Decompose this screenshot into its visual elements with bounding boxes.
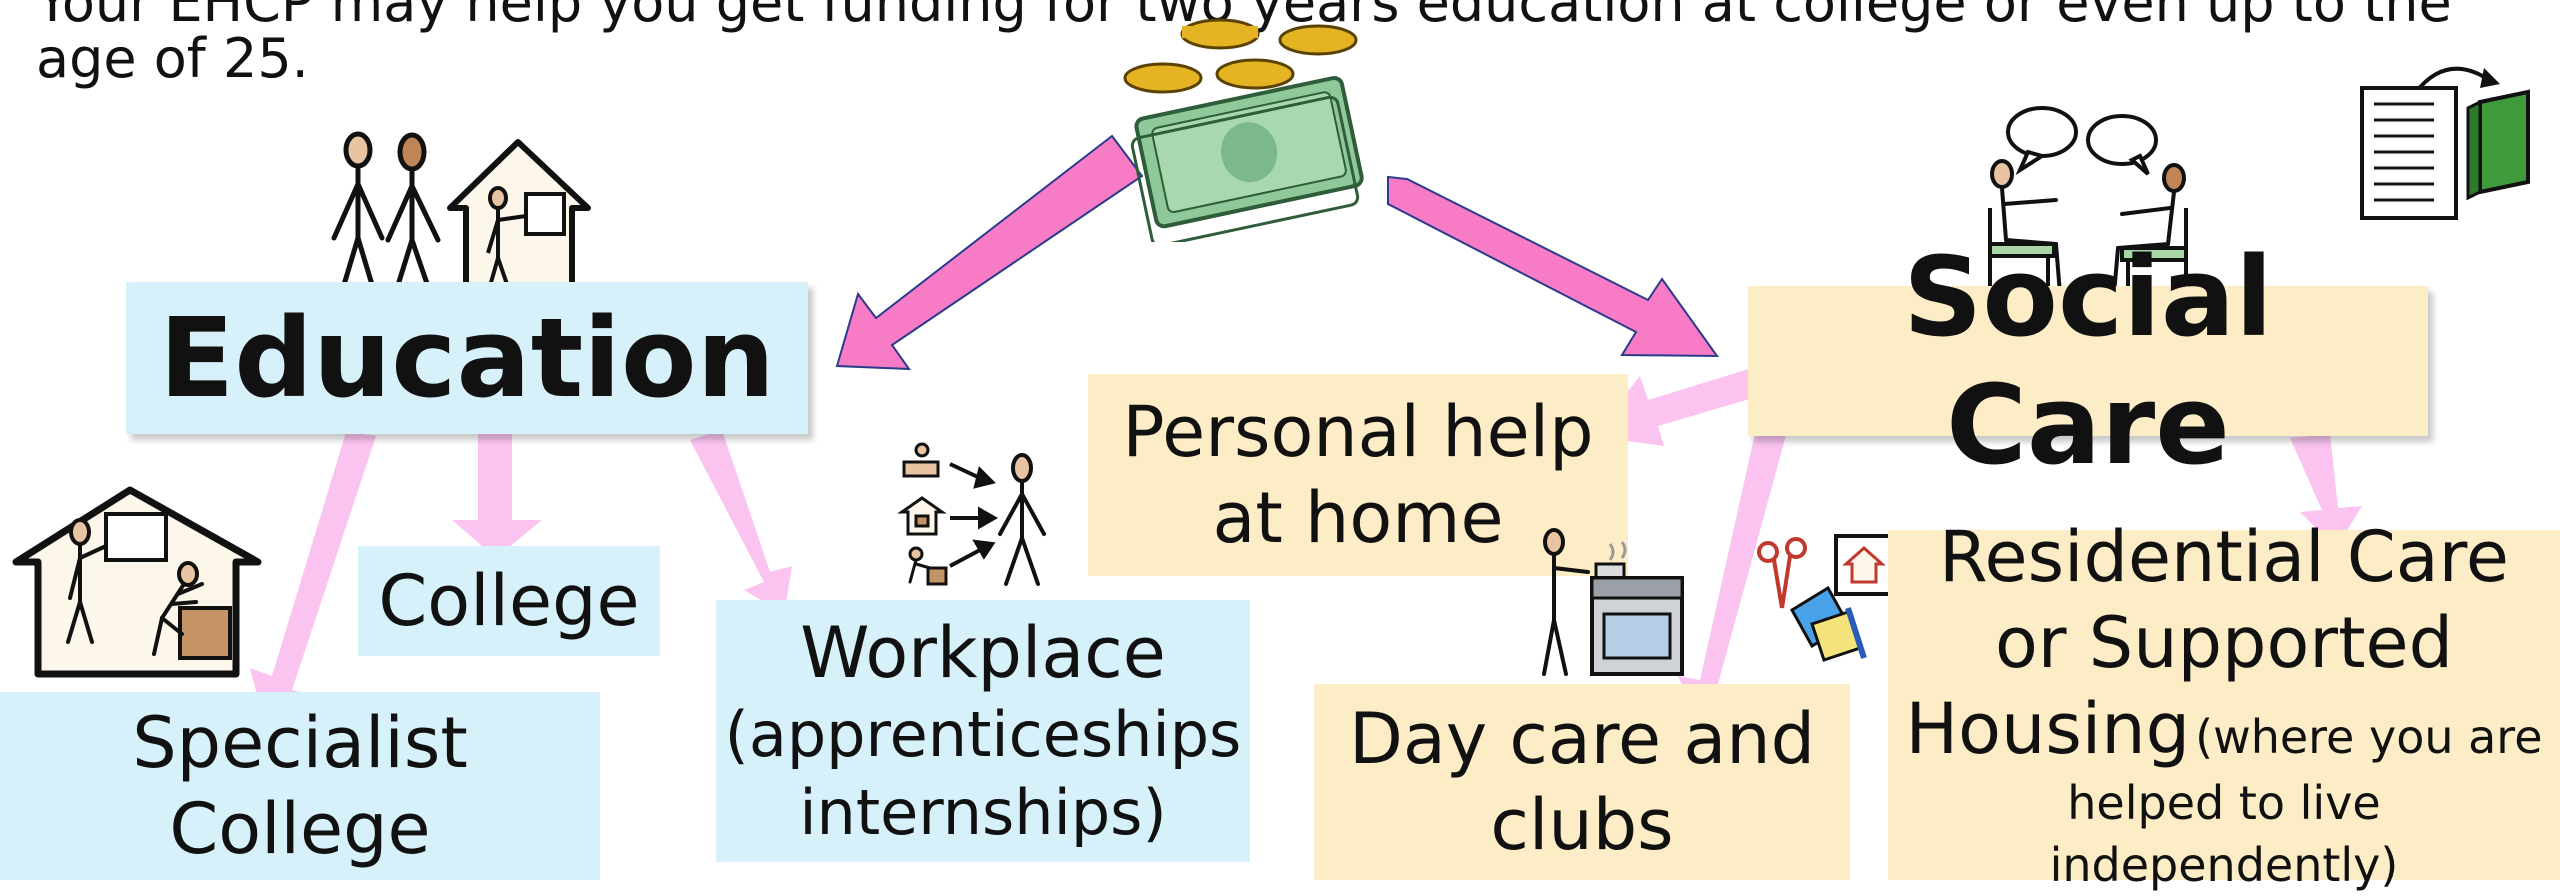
day-care-box: Day care and clubs [1314, 684, 1850, 880]
college-label: College [378, 560, 640, 642]
people-and-house-icon [331, 131, 591, 307]
money-to-education-arrow [835, 134, 1144, 371]
intro-text-line-2: age of 25. [36, 27, 309, 90]
personal-help-box: Personal help at home [1088, 374, 1628, 576]
document-book-icon [2360, 66, 2530, 220]
money-icon [1123, 18, 1364, 242]
workplace-label-line-2: (apprenticeships [724, 698, 1242, 771]
cooking-icon [1542, 528, 1684, 676]
workplace-label-line-3: internships) [799, 776, 1167, 849]
residential-line-4: helped to live independently) [2049, 776, 2399, 892]
personal-help-line-1: Personal help [1122, 391, 1594, 473]
specialist-label-line-2: College [169, 788, 431, 870]
residential-care-box: Residential Care or Supported Housing (w… [1888, 516, 2560, 892]
residential-line-3-small: (where you are [2195, 710, 2543, 764]
workplace-label-line-1: Workplace [800, 612, 1166, 694]
specialist-label-line-1: Specialist [132, 702, 468, 784]
care-to-personal-help-arrow [1592, 368, 1760, 446]
money-to-social-care-arrow [1387, 175, 1719, 358]
day-care-line-1: Day care and [1348, 698, 1816, 780]
care-to-residential-arrow [2290, 434, 2362, 548]
care-to-day-care-arrow [1678, 420, 1788, 720]
residential-line-3-big: Housing [1905, 688, 2191, 770]
education-to-college-arrow [452, 434, 542, 558]
social-care-box: Social Care [1748, 233, 2428, 489]
workplace-box: Workplace (apprenticeships internships) [716, 600, 1250, 862]
house-worker-icon [12, 486, 262, 678]
chatting-people-icon [1988, 106, 2188, 300]
residential-line-2: or Supported [1994, 602, 2454, 684]
day-care-line-2: clubs [1490, 784, 1674, 866]
education-box: Education [126, 282, 808, 434]
workplace-stages-icon [897, 442, 1046, 586]
residential-line-1: Residential Care [1939, 516, 2509, 598]
education-title: Education [159, 294, 775, 422]
craft-icon [1757, 534, 1896, 662]
social-care-title: Social Care [1903, 233, 2273, 489]
education-to-workplace-arrow [690, 430, 792, 614]
personal-help-line-2: at home [1212, 477, 1504, 559]
specialist-college-box: Specialist College [0, 692, 600, 880]
college-box: College [358, 546, 660, 656]
education-to-specialist-arrow [250, 432, 376, 718]
residential-line-3: Housing (where you are [1905, 686, 2542, 772]
